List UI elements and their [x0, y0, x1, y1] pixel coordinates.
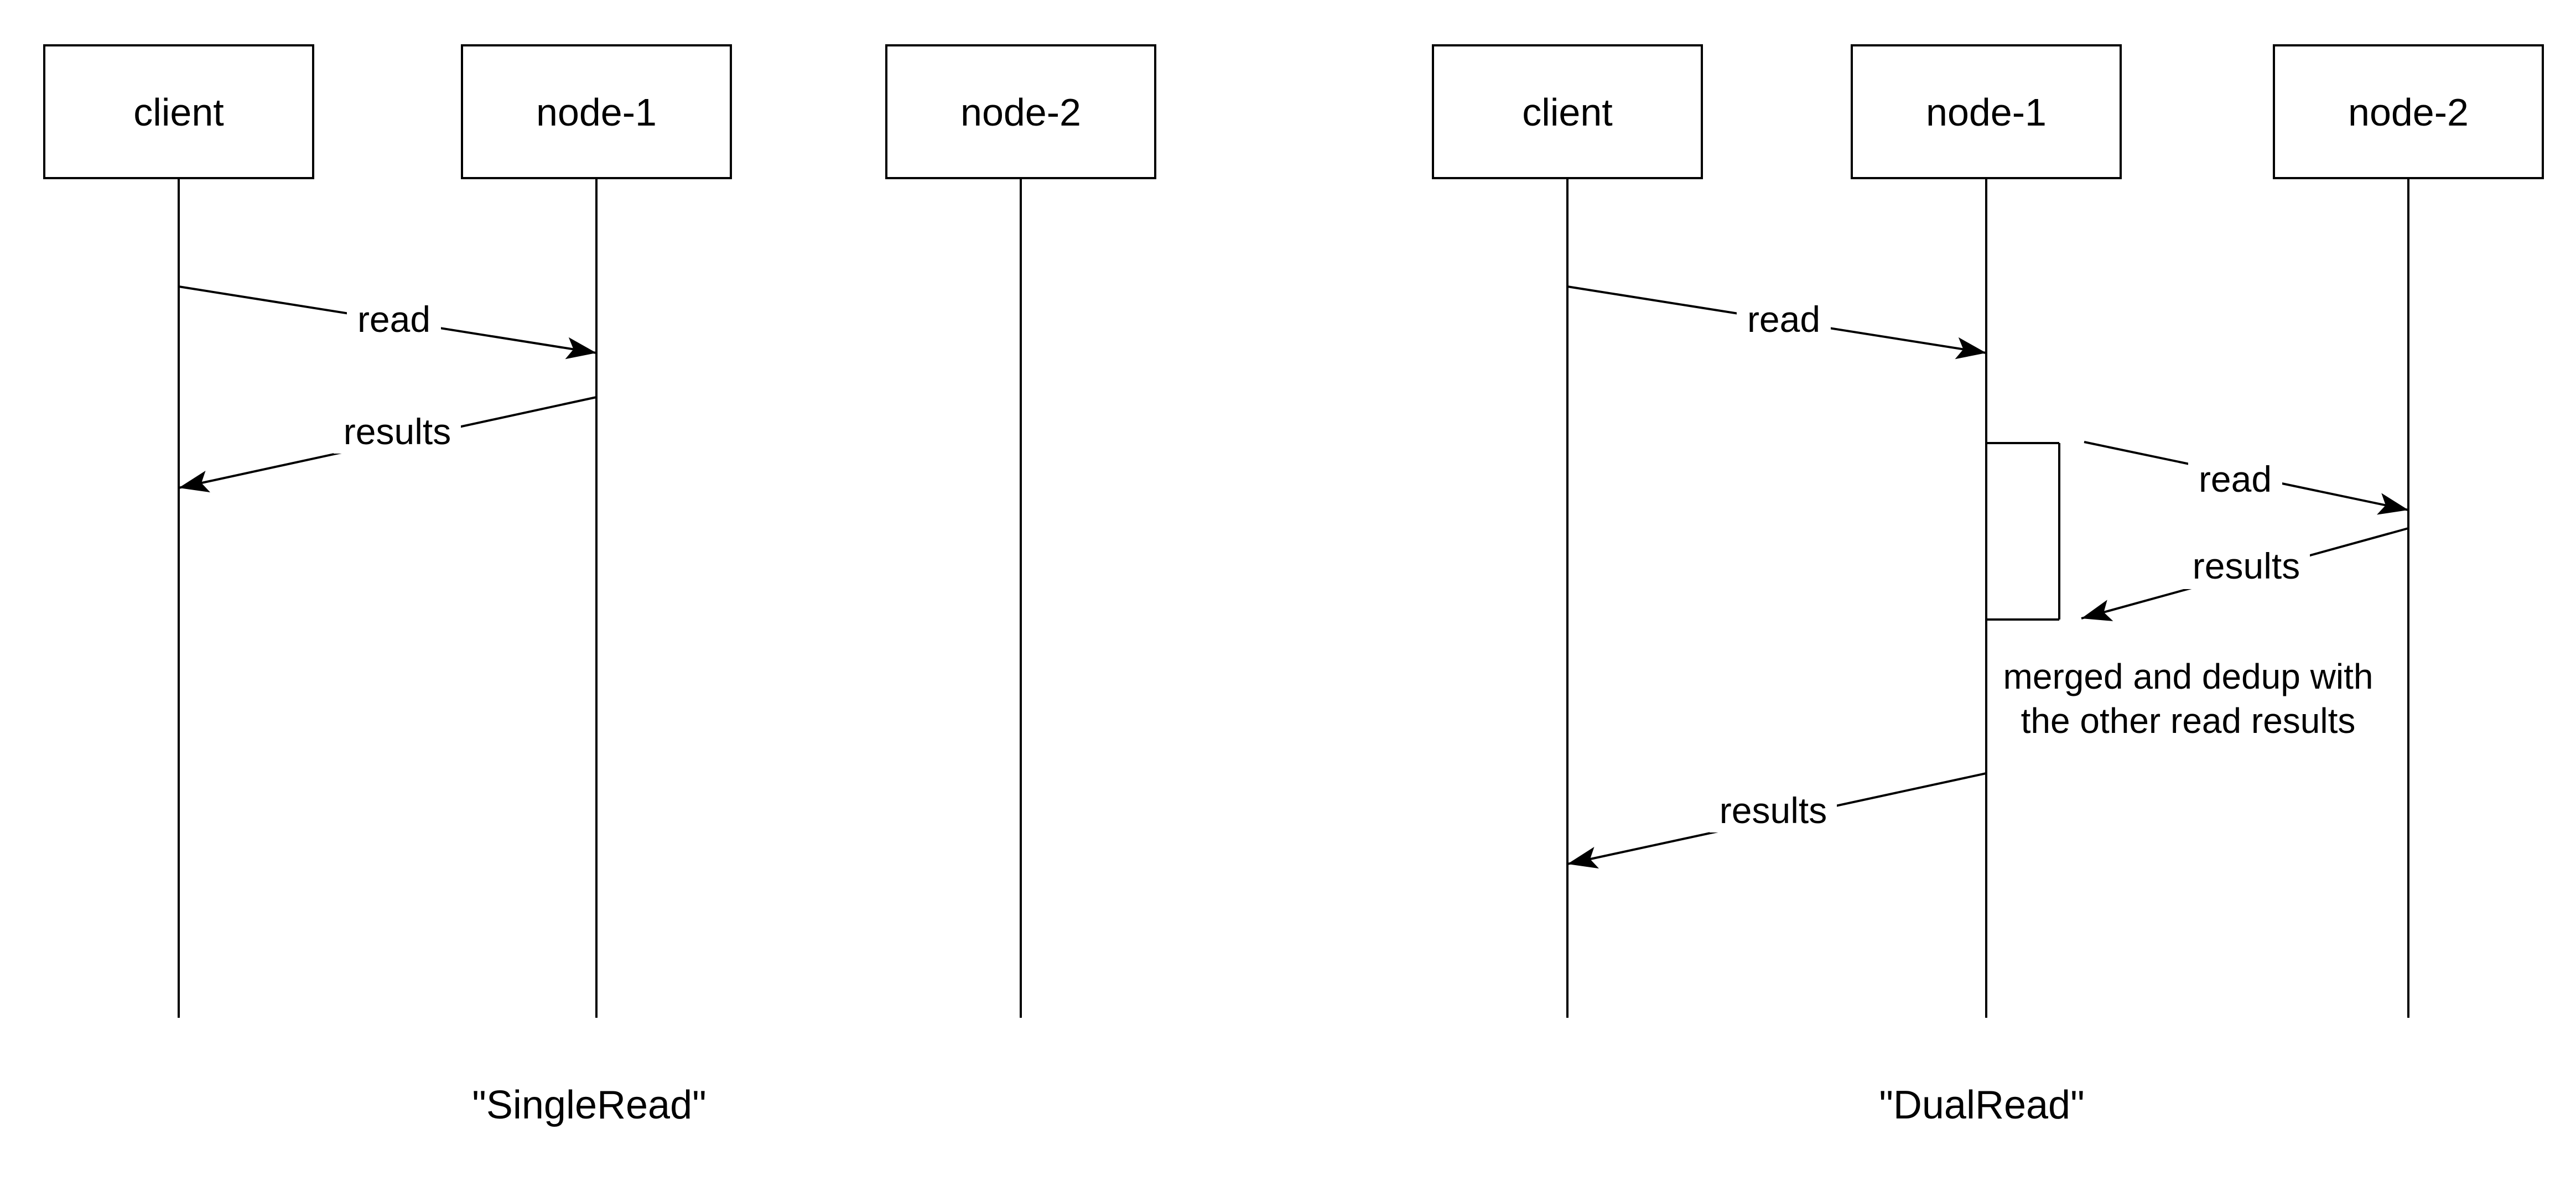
- actor-box: [1432, 44, 1703, 179]
- actor-label: node-2: [2348, 91, 2469, 134]
- message-label: results: [344, 411, 451, 452]
- actor-box: [885, 44, 1156, 179]
- label-mask: [2183, 544, 2310, 589]
- actor-node-2: node-2: [885, 44, 1156, 179]
- message-results-node2-node1: results: [2081, 527, 2409, 621]
- label-mask: [1737, 298, 1831, 340]
- label-mask: [347, 298, 441, 340]
- label-mask: [334, 409, 461, 454]
- message-read-node1-node2: read: [2084, 441, 2409, 515]
- actor-label: node-1: [1926, 91, 2047, 134]
- message-results: results: [178, 396, 597, 493]
- message-label: results: [1720, 790, 1827, 831]
- actor-node-1: node-1: [1851, 44, 2122, 179]
- merge-note: merged and dedup with the other read res…: [2003, 657, 2374, 741]
- message-label: results: [2193, 545, 2300, 586]
- note-line-1: merged and dedup with: [2003, 657, 2374, 696]
- actor-label: client: [1522, 91, 1612, 134]
- activation-bracket: [1986, 442, 2060, 621]
- actor-label: client: [133, 91, 224, 134]
- label-mask: [2188, 458, 2282, 500]
- actor-label: node-1: [536, 91, 657, 134]
- message-label: read: [1747, 299, 1820, 340]
- message-read: read: [178, 285, 597, 360]
- actor-node-1: node-1: [461, 44, 732, 179]
- actor-box: [1851, 44, 2122, 179]
- diagram-single-read: client node-1 node-2 read results "Singl…: [43, 44, 1156, 1127]
- message-results-node1-client: results: [1567, 772, 1987, 869]
- actor-box: [2273, 44, 2544, 179]
- actor-box: [461, 44, 732, 179]
- diagram-caption: "SingleRead": [472, 1083, 706, 1127]
- actor-client: client: [1432, 44, 1703, 179]
- diagram-dual-read: client node-1 node-2 read read: [1432, 44, 2544, 1127]
- label-mask: [1710, 788, 1837, 832]
- diagram-caption: "DualRead": [1879, 1083, 2084, 1127]
- actor-label: node-2: [960, 91, 1081, 134]
- actor-client: client: [43, 44, 314, 179]
- actor-node-2: node-2: [2273, 44, 2544, 179]
- message-label: read: [357, 299, 430, 340]
- note-line-2: the other read results: [2021, 701, 2356, 741]
- message-read-client-node1: read: [1567, 285, 1987, 360]
- actor-box: [43, 44, 314, 179]
- message-label: read: [2199, 459, 2272, 499]
